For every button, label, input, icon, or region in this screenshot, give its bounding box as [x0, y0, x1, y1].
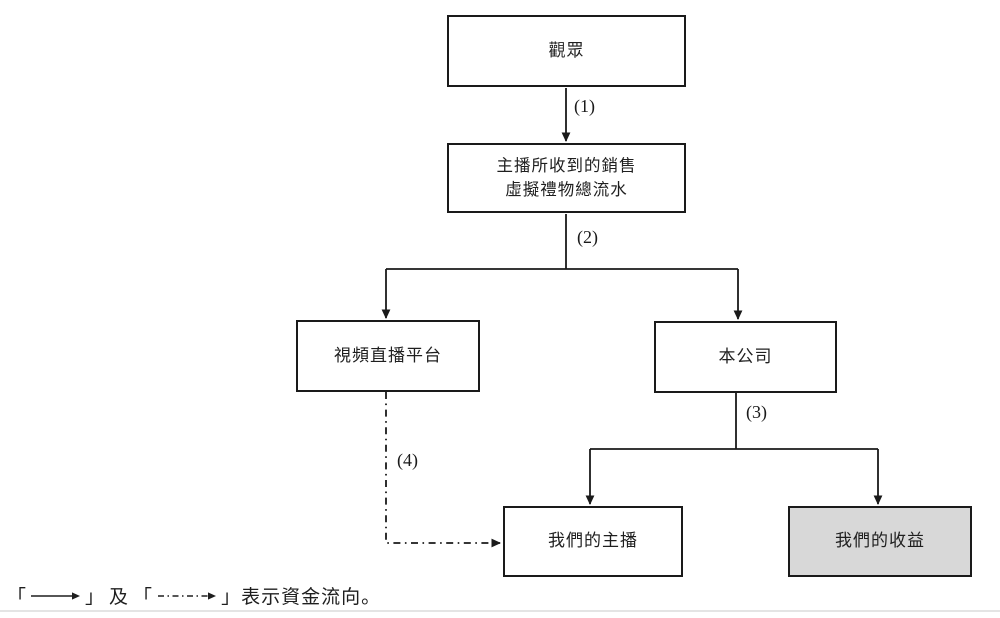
node-company: 本公司 [654, 321, 837, 393]
flow-step-3-label: (3) [746, 402, 767, 422]
legend-close-bracket-2: 」 [221, 587, 242, 608]
solid-right-arrow-icon [31, 591, 81, 600]
bottom-divider [0, 610, 1000, 612]
legend-open-bracket-1: 「 [7, 587, 28, 608]
node-gross-billings: 主播所收到的銷售 虛擬禮物總流水 [447, 143, 686, 213]
legend: 「 」 及 「 」 表示資金流向。 [7, 582, 381, 609]
legend-open-bracket-2: 「 [133, 587, 154, 608]
legend-close-bracket-1: 」 [85, 587, 106, 608]
node-audience: 觀眾 [447, 15, 686, 87]
node-our-revenue: 我們的收益 [788, 506, 972, 577]
legend-caption: 表示資金流向。 [241, 587, 382, 608]
dash-dot-right-arrow-icon [158, 591, 217, 600]
node-our-streamers: 我們的主播 [503, 506, 683, 577]
node-platform-label: 視頻直播平台 [334, 345, 442, 365]
flow-step-2-label: (2) [577, 227, 598, 247]
node-company-label: 本公司 [718, 346, 773, 366]
node-platform: 視頻直播平台 [296, 320, 480, 392]
node-audience-label: 觀眾 [548, 40, 585, 60]
node-gross-billings-line2: 虛擬禮物總流水 [505, 180, 628, 199]
flow-step-4-label: (4) [397, 450, 418, 470]
legend-conjunction: 及 [109, 587, 130, 608]
flow-step-1-label: (1) [574, 96, 595, 116]
node-gross-billings-line1: 主播所收到的銷售 [496, 156, 637, 176]
node-our-revenue-label: 我們的收益 [835, 531, 925, 551]
node-our-streamers-label: 我們的主播 [548, 531, 638, 551]
